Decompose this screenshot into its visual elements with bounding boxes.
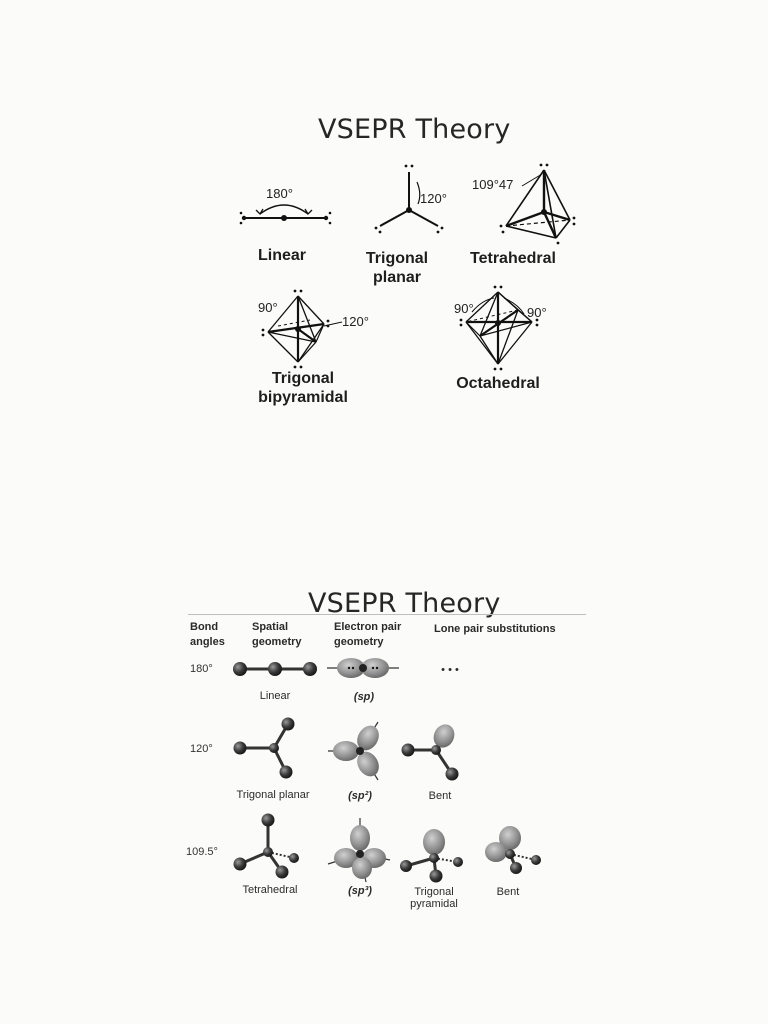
sp3-orbital-model	[327, 818, 391, 883]
header-bond-angles: Bond angles	[190, 621, 225, 648]
tetrahedral-angle-label: 109°47	[472, 177, 514, 192]
trigonal-bipyramidal-molecule-diagram	[261, 289, 343, 369]
tetrahedral-label: Tetrahedral	[470, 250, 556, 267]
linear-angle-label: 180°	[266, 186, 293, 201]
section1-title: VSEPR Theory	[318, 114, 511, 145]
sp2-orbital-model	[328, 721, 379, 781]
row2-hybrid-label: (sp²)	[348, 790, 372, 802]
trigonal-bipyramidal-angle-120: 120°	[342, 314, 369, 329]
trigonal-planar-molecule-diagram	[374, 164, 444, 234]
section2-title: VSEPR Theory	[308, 588, 501, 619]
octahedral-label: Octahedral	[456, 375, 540, 392]
row1-angle: 180°	[190, 663, 213, 675]
header-electron-pair-geometry: Electron pair geometry	[334, 621, 402, 648]
bent-109-model	[485, 826, 541, 874]
row2-lone-pair-bent: Bent	[428, 790, 452, 802]
octahedral-molecule-diagram	[459, 285, 539, 371]
linear-ball-stick-model	[233, 662, 317, 676]
trigonal-planar-label: Trigonal planar	[365, 250, 429, 286]
row3-angle: 109.5°	[186, 846, 218, 858]
bent-120-model	[401, 724, 459, 781]
trigonal-bipyramidal-label: Trigonal bipyramidal	[258, 370, 348, 406]
row3-hybrid-label: (sp³)	[348, 885, 372, 897]
trigonal-planar-ball-stick-model	[233, 717, 295, 779]
octahedral-angle-left: 90°	[454, 301, 474, 316]
trigonal-pyramidal-model	[400, 829, 463, 883]
tetrahedral-ball-stick-model	[233, 813, 299, 879]
trigonal-bipyramidal-angle-90: 90°	[258, 300, 278, 315]
table-top-rule	[188, 614, 586, 615]
row3-lone-pair-trigonal-pyramidal: Trigonal pyramidal	[410, 886, 458, 910]
trigonal-planar-angle-label: 120°	[420, 191, 447, 206]
row3-lone-pair-bent: Bent	[496, 886, 520, 898]
row2-angle: 120°	[190, 743, 213, 755]
header-lone-pair-substitutions: Lone pair substitutions	[434, 623, 556, 635]
octahedral-angle-right: 90°	[527, 305, 547, 320]
row1-hybrid-label: (sp)	[353, 691, 375, 703]
linear-label: Linear	[257, 247, 306, 264]
row1-spatial-label: Linear	[259, 690, 291, 702]
row3-spatial-label: Tetrahedral	[242, 884, 298, 896]
header-spatial-geometry: Spatial geometry	[252, 621, 302, 648]
tetrahedral-molecule-diagram	[499, 163, 576, 245]
row2-spatial-label: Trigonal planar	[236, 789, 310, 801]
linear-molecule-diagram	[239, 204, 332, 225]
sp-orbital-model	[327, 658, 399, 678]
row1-lone-pair: • • •	[441, 664, 459, 676]
